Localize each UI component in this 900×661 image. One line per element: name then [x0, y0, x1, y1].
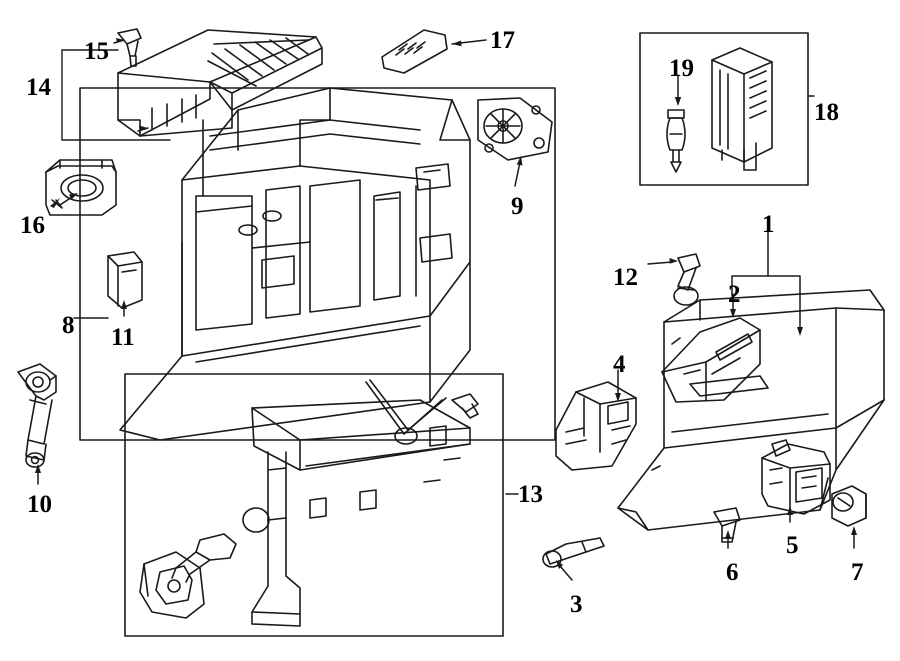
part-12-bolt: [673, 253, 701, 306]
callout-12: 12: [613, 264, 638, 291]
part-15-bolt: [117, 28, 142, 67]
part-14-upper-insert: [117, 29, 323, 137]
callout-15: 15: [84, 38, 109, 65]
group-frame-main: [79, 87, 556, 441]
part-16-latch: [45, 159, 117, 216]
callout-8: 8: [62, 312, 75, 339]
leader-lines: [35, 38, 857, 581]
callout-1: 1: [762, 211, 775, 238]
callout-13: 13: [518, 481, 543, 508]
callout-5: 5: [786, 532, 799, 559]
part-11-clip: [107, 251, 143, 309]
callout-19: 19: [669, 55, 694, 82]
callout-14: 14: [26, 74, 51, 101]
part-17-trim-panel: [381, 29, 448, 74]
callout-2: 2: [728, 281, 741, 308]
part-3-pin: [542, 537, 605, 568]
group-frame-18: [639, 32, 809, 186]
part-1-door: [617, 289, 885, 531]
callout-17: 17: [490, 27, 515, 54]
callout-7: 7: [851, 559, 864, 586]
group-frame-13: [124, 373, 504, 637]
part-5-lock: [761, 439, 831, 515]
part-7-plug: [831, 485, 867, 527]
part-9-bracket: [477, 97, 553, 161]
callout-6: 6: [726, 559, 739, 586]
part-2-handle: [661, 317, 761, 403]
callout-11: 11: [111, 324, 135, 351]
part-13-reinforcement: [139, 379, 479, 627]
group-frame-14: [61, 49, 171, 141]
part-10-damper: [17, 363, 57, 468]
callout-10: 10: [27, 491, 52, 518]
part-19-bulb: [666, 109, 686, 173]
callout-9: 9: [511, 193, 524, 220]
callout-16: 16: [20, 212, 45, 239]
callout-3: 3: [570, 591, 583, 618]
callout-4: 4: [613, 351, 626, 378]
callout-18: 18: [814, 99, 839, 126]
part-18-module: [711, 47, 773, 171]
part-main-housing: [119, 87, 471, 441]
part-4-bracket: [555, 381, 637, 471]
